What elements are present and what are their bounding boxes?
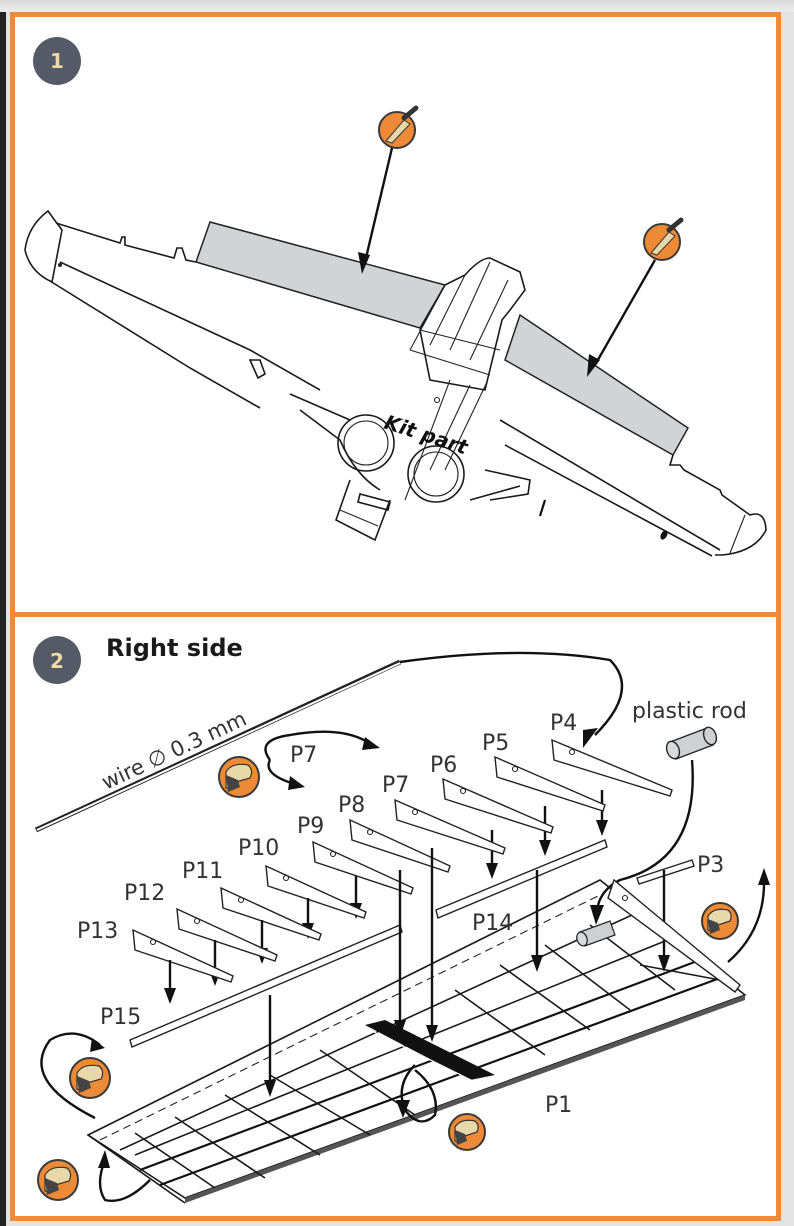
cut-knife-icon — [378, 105, 419, 149]
part-label-p1: P1 — [545, 1093, 572, 1118]
rib-p13 — [132, 928, 234, 1004]
bend-icon — [701, 902, 739, 940]
part-label-p13: P13 — [77, 919, 118, 944]
arrow-head — [758, 868, 770, 885]
step-number: 2 — [50, 649, 64, 673]
left-flap-cut-area — [195, 221, 447, 329]
bend-arrow-right — [727, 879, 766, 963]
step-1-illustration: 1 — [24, 37, 767, 557]
step-2-illustration: 2 Right side wire ∅ 0.3 mm plastic rod — [33, 634, 770, 1204]
arrow-head — [396, 1100, 410, 1118]
fold-arrow-top — [264, 730, 373, 761]
part-label-p3: P3 — [697, 853, 724, 878]
cut-arrow-left — [363, 147, 394, 263]
arrow-head — [288, 776, 305, 790]
arrow-head — [164, 988, 176, 1004]
bend-arrow-left — [40, 1032, 101, 1120]
arrow-head — [90, 1038, 105, 1052]
window-left-edge — [0, 12, 6, 1226]
arrow-head — [539, 840, 551, 856]
bend-icon — [448, 1113, 486, 1151]
part-label-p14: P14 — [472, 911, 513, 936]
arrow-head — [596, 820, 608, 836]
kit-part-label: Kit part — [381, 410, 472, 460]
wire — [34, 659, 402, 833]
fuselage-center — [404, 257, 526, 501]
part-label-p5: P5 — [482, 731, 509, 756]
part-p3 — [636, 859, 695, 885]
bend-icon — [69, 1057, 111, 1099]
rib-p5 — [494, 755, 606, 856]
arrow-head — [486, 863, 498, 879]
step-2-panel: 2 Right side wire ∅ 0.3 mm plastic rod — [10, 612, 781, 1221]
rod-arrow — [595, 759, 694, 911]
step-badge-circle — [33, 37, 81, 85]
part-label-p4: P4 — [550, 711, 577, 736]
arrow-head — [98, 1150, 110, 1168]
arrow-head — [358, 252, 370, 274]
arrow-head — [531, 955, 543, 972]
right-wing — [499, 419, 767, 557]
part-label-p15: P15 — [100, 1005, 141, 1030]
part-label-p9: P9 — [297, 814, 324, 839]
right-flap-cut-area — [504, 313, 689, 457]
ribs — [132, 738, 673, 1004]
arrow-head — [658, 955, 670, 972]
cut-knife-icon — [643, 217, 684, 261]
step-1-panel: 1 — [10, 12, 781, 617]
part-label-p7: P7 — [382, 773, 409, 798]
bend-icon — [218, 756, 260, 798]
wheel-wells — [289, 393, 531, 542]
arrow-head — [587, 354, 600, 377]
part-label-p10: P10 — [238, 836, 279, 861]
part-label-p6: P6 — [430, 753, 457, 778]
bend-arrow-bottom — [98, 1159, 151, 1202]
spar-p14 — [435, 839, 608, 919]
rib-p4 — [551, 738, 673, 836]
rib-p7 — [394, 798, 506, 855]
wire-to-p4-arrow — [399, 651, 624, 736]
step-title: Right side — [106, 634, 243, 662]
cut-arrow-right — [593, 259, 657, 366]
plastic-rod-installed — [576, 920, 616, 947]
plastic-rod — [665, 726, 718, 760]
arrow-head — [583, 728, 598, 748]
part-label-p8: P8 — [338, 793, 365, 818]
arrow-head — [264, 1080, 276, 1097]
left-wing — [24, 209, 321, 409]
arrow-head — [362, 737, 380, 750]
part-label-p11: P11 — [182, 859, 223, 884]
rib-p6 — [442, 777, 554, 879]
rib-p12 — [176, 907, 278, 986]
arrow-head — [426, 1025, 438, 1042]
step-badge-circle — [33, 636, 81, 684]
fold-label: P7 — [290, 743, 317, 768]
rib-p8 — [349, 818, 451, 873]
bend-arrow-center — [400, 1064, 437, 1123]
arrow-head — [590, 905, 604, 925]
step-2-badge: 2 — [33, 636, 81, 684]
part-hinge — [607, 878, 741, 993]
window-top-bar — [0, 0, 794, 12]
step-number: 1 — [50, 49, 64, 73]
spar-p15 — [129, 924, 403, 1048]
bend-icon — [37, 1159, 79, 1201]
wing-plate-p1 — [86, 879, 747, 1204]
arrow-head — [394, 1020, 406, 1037]
step-1-badge: 1 — [33, 37, 81, 85]
part-label-p12: P12 — [124, 881, 165, 906]
plastic-rod-label: plastic rod — [632, 699, 747, 724]
